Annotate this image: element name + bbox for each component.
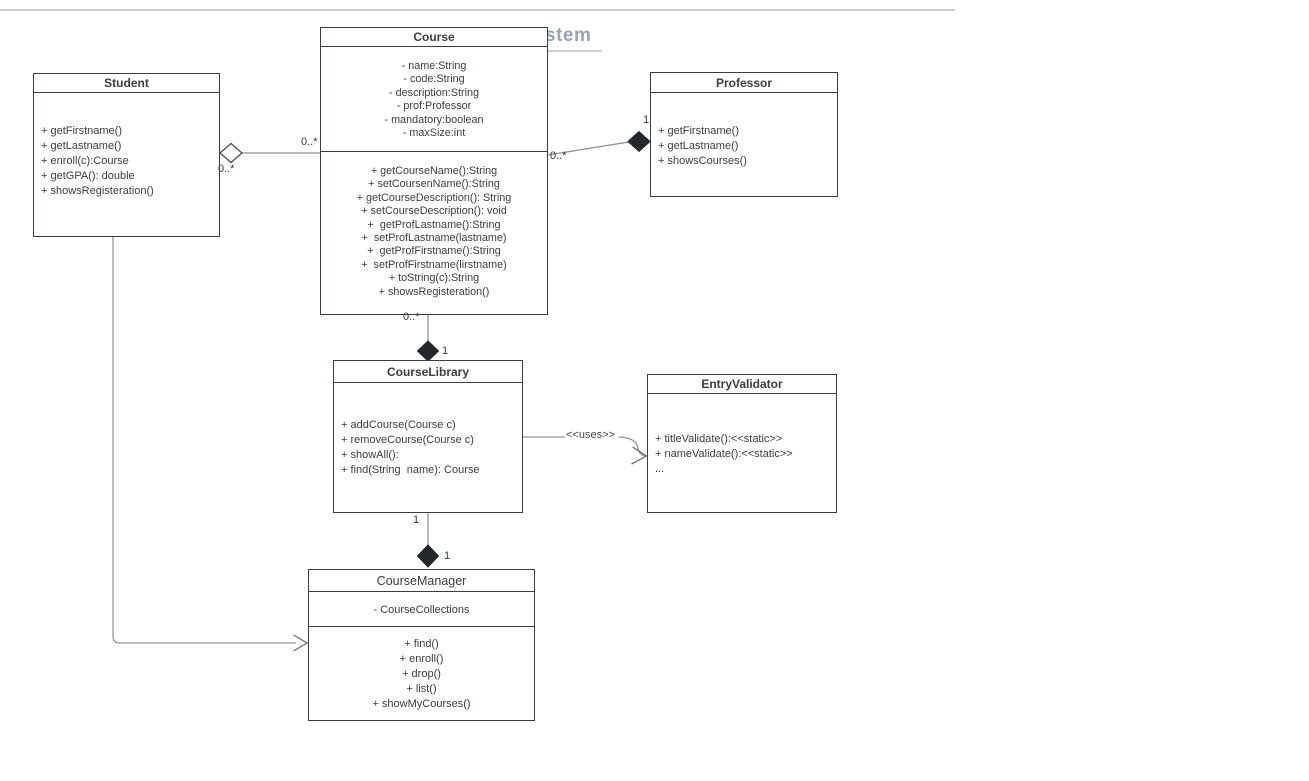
class-box-entryvalidator[interactable]: EntryValidator + titleValidate():<<stati… [647,374,837,513]
top-divider-rule [0,9,955,11]
member-line: + addCourse(Course c) [341,419,456,431]
member-line: + find(String name): Course [341,464,480,476]
member-line: + setProfFirstname(lirstname) [361,258,507,271]
association-courselibrary-coursemanager [416,513,440,568]
multiplicity-course-right-end: 0..* [550,150,567,162]
member-line: + getProfLastname():String [367,218,501,231]
member-line: - name:String [401,60,467,72]
class-box-coursemanager[interactable]: CourseManager - CourseCollections + find… [308,569,535,721]
multiplicity-coursemanager-end: 1 [444,550,451,562]
member-line: + setCoursenName():String [368,178,500,191]
member-line: + showsRegisteration() [41,185,154,197]
member-line: + showMyCourses() [372,698,471,710]
methods-section: + getFirstname() + getLastname() + showsCo… [651,93,837,169]
methods-section: + addCourse(Course c) + removeCourse(Cour… [334,383,522,478]
member-line: + getGPA(): double [41,170,135,182]
class-title: Professor [651,73,837,93]
aggregation-diamond-icon [219,142,243,164]
member-line: - maxSize:int [402,127,466,140]
member-line: + find() [404,638,439,650]
page-title-underline [548,50,602,52]
multiplicity-courselibrary-bottom-end: 1 [413,514,420,526]
open-arrowhead-icon [293,634,309,652]
class-box-professor[interactable]: Professor + getFirstname() + getLastname(… [650,72,838,197]
page-title-fragment: stem [545,25,592,46]
member-line: - code:String [403,73,465,86]
methods-section: + titleValidate():<<static>> + nameValida… [648,394,836,477]
multiplicity-professor-end: 1 [643,114,650,126]
member-line: + setCourseDescription(): void [361,205,507,218]
methods-section: + getCourseName():String+ setCoursenName… [321,152,547,299]
association-course-courselibrary [416,315,440,362]
multiplicity-courselibrary-top-end: 1 [442,345,449,357]
member-line: + showsRegisteration() [378,285,490,298]
class-title: Student [34,74,219,93]
member-line: - description:String [388,86,479,99]
member-line: + getLastname() [658,140,739,152]
multiplicity-student-end: 0..* [218,163,235,175]
attributes-section: - CourseCollections [309,592,534,627]
member-line: + getProfFirstname():String [367,245,501,258]
dependency-courselibrary-entryvalidator [521,436,648,465]
dependency-student-coursemanager [112,237,309,652]
attributes-section: - name:String- code:String- description:… [321,47,547,152]
member-line: + getCourseName():String [370,165,498,177]
member-line: - prof:Professor [396,100,472,113]
member-line: + drop() [402,668,441,680]
member-line: - CourseCollections [373,604,470,616]
class-title: CourseManager [309,570,534,592]
class-title: CourseLibrary [334,361,522,383]
member-line: + titleValidate():<<static>> [655,433,783,445]
composition-diamond-icon [416,544,440,568]
methods-section: + find() + enroll() + drop() + list() + show… [309,627,534,712]
member-line: + getCourseDescription(): String [356,191,512,204]
member-line: + toString(c):String [388,272,480,285]
member-line: ... [655,463,665,475]
member-line: + enroll(c):Course [41,155,129,167]
multiplicity-course-left-end: 0..* [301,136,318,148]
methods-section: + getFirstname() + getLastname() + enroll(… [34,93,219,199]
member-line: + list() [406,683,437,695]
member-line: - mandatory:boolean [384,113,484,126]
member-line: + setProfLastname(lastname) [361,232,507,245]
composition-diamond-icon [416,340,440,362]
open-arrowhead-icon [631,446,648,465]
member-line: + getFirstname() [658,125,739,137]
composition-diamond-icon [627,130,651,153]
member-line: + showAll(): [341,449,399,461]
member-line: + showsCourses() [658,155,747,167]
class-box-course[interactable]: Course - name:String- code:String- descr… [320,27,548,315]
uses-stereotype-label: <<uses>> [566,429,615,441]
class-title: Course [321,28,547,47]
member-line: + nameValidate():<<static>> [655,448,793,460]
class-box-courselibrary[interactable]: CourseLibrary + addCourse(Course c) + rem… [333,360,523,513]
member-line: + getLastname() [41,140,122,152]
member-line: + removeCourse(Course c) [341,434,474,446]
class-box-student[interactable]: Student + getFirstname()+ getLastname()+… [33,73,220,237]
member-line: + getFirstname() [41,125,122,137]
multiplicity-course-bottom-end: 0..* [403,311,420,323]
member-line: + enroll() [399,653,444,665]
class-title: EntryValidator [648,375,836,394]
